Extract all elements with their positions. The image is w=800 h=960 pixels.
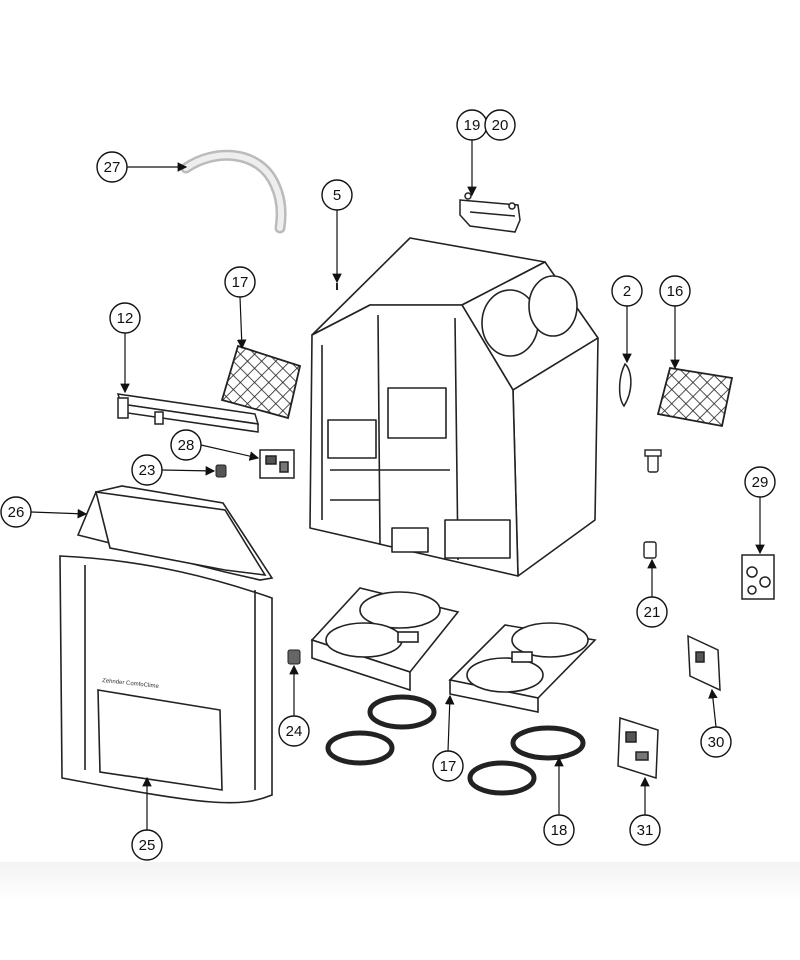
part-main-housing	[309, 237, 599, 577]
callout-leader-line	[444, 694, 455, 752]
bottom-fade	[0, 862, 800, 960]
callout-circle	[636, 596, 668, 628]
part-12-rail	[116, 393, 260, 433]
callout-leader-line	[708, 688, 718, 728]
callout-c24: 24	[278, 664, 310, 747]
part-16-filter-right	[656, 366, 734, 428]
callout-c25: 25	[131, 776, 163, 861]
callout-number: 21	[644, 604, 661, 621]
part-21-sensor	[643, 541, 657, 559]
part-17-filter-left	[220, 344, 302, 420]
callout-leader-line	[30, 508, 88, 519]
callout-c29: 29	[744, 466, 776, 555]
part-25-front-panel: Zehnder ComfoClime	[59, 555, 273, 804]
callout-number: 5	[333, 187, 341, 204]
part-18-rings	[325, 694, 586, 796]
callout-number: 12	[117, 310, 134, 327]
part-30-board	[687, 634, 721, 692]
callout-circle	[131, 454, 163, 486]
callout-c17a: 17	[224, 266, 256, 350]
callout-number: 17	[440, 758, 457, 775]
callout-c16: 16	[659, 275, 691, 370]
callout-number: 27	[104, 159, 121, 176]
callout-circle	[744, 466, 776, 498]
callout-c27: 27	[96, 151, 188, 183]
callout-c28: 28	[170, 429, 260, 461]
callout-c12: 12	[109, 302, 141, 394]
part-27-hose	[180, 149, 287, 234]
callout-c30: 30	[700, 688, 732, 758]
callout-number: 28	[178, 437, 195, 454]
part-26-top-cover	[76, 485, 274, 581]
callout-c18: 18	[543, 756, 575, 846]
callout-number: 18	[551, 822, 568, 839]
callout-number: 24	[286, 723, 303, 740]
callout-c20: 20	[484, 109, 516, 141]
callout-circle	[224, 266, 256, 298]
callout-number: 19	[464, 117, 481, 134]
callout-c19: 19	[456, 109, 488, 197]
callout-number: 29	[752, 474, 769, 491]
callout-circle	[109, 302, 141, 334]
callout-c5: 5	[321, 179, 353, 284]
callout-leader-line	[161, 466, 216, 476]
callout-c17b: 17	[432, 694, 464, 782]
callout-circle	[629, 814, 661, 846]
callout-circle	[0, 496, 32, 528]
part-2-clip	[618, 362, 632, 408]
callout-number: 20	[492, 117, 509, 134]
callout-number: 16	[667, 283, 684, 300]
callout-circle	[96, 151, 128, 183]
part-sensor-small	[644, 449, 662, 473]
callout-number: 23	[139, 462, 156, 479]
callout-circle	[321, 179, 353, 211]
callout-c2: 2	[611, 275, 643, 364]
callout-number: 17	[232, 274, 249, 291]
callout-circle	[543, 814, 575, 846]
callout-number: 2	[623, 283, 631, 300]
callout-number: 30	[708, 734, 725, 751]
part-17-plate-left	[310, 587, 460, 692]
callout-leader-line	[236, 296, 247, 350]
callout-number: 31	[637, 822, 654, 839]
callout-c31: 31	[629, 776, 661, 846]
callout-c21: 21	[636, 558, 668, 628]
callout-c23: 23	[131, 454, 216, 486]
part-24-plug	[287, 649, 301, 665]
callout-leader-line	[200, 444, 260, 461]
part-29-module	[741, 554, 775, 600]
cover-brand-text: Zehnder ComfoClime	[102, 678, 160, 690]
callout-circle	[611, 275, 643, 307]
callout-c26: 26	[0, 496, 88, 528]
part-28-board	[259, 449, 295, 479]
callout-number: 25	[139, 837, 156, 854]
part-23-screw	[215, 464, 227, 478]
callout-circle	[484, 109, 516, 141]
part-17-plate-right	[448, 622, 597, 713]
callout-circle	[700, 726, 732, 758]
part-19-20-bracket	[459, 192, 521, 233]
callout-number: 26	[8, 504, 25, 521]
callout-circle	[432, 750, 464, 782]
callout-circle	[659, 275, 691, 307]
callout-circle	[170, 429, 202, 461]
part-31-board	[617, 716, 659, 780]
callout-circle	[278, 715, 310, 747]
callout-circle	[131, 829, 163, 861]
